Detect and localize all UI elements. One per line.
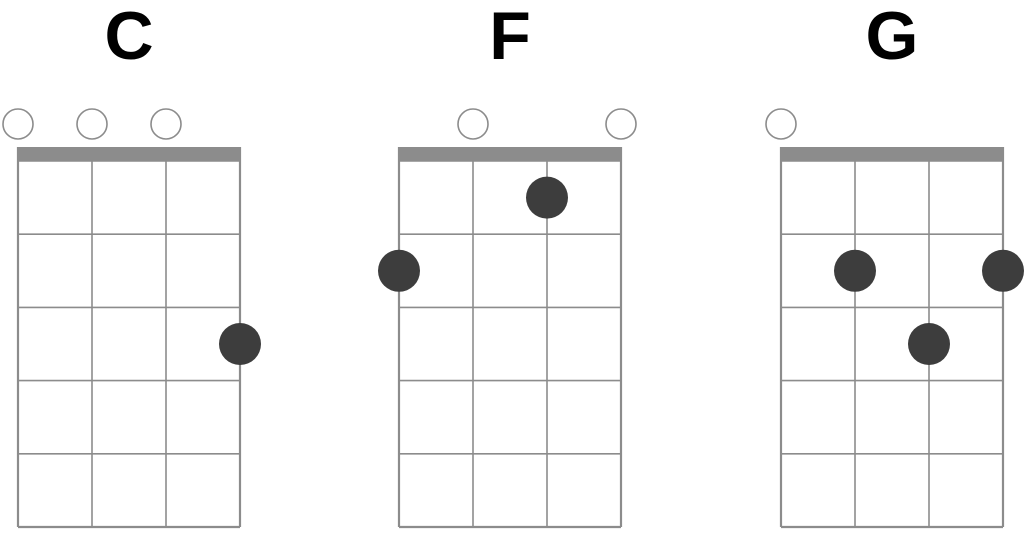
open-string-marker-1: [457, 108, 489, 140]
finger-dot: [378, 249, 420, 292]
chord-title: F: [489, 0, 531, 74]
open-string-marker-2: [150, 108, 182, 140]
chord-diagram-c: C: [2, 0, 261, 535]
open-string-marker-3: [605, 108, 637, 140]
nut: [781, 147, 1003, 161]
chord-diagram-f: F: [378, 0, 637, 535]
chord-title: C: [104, 0, 154, 74]
nut: [18, 147, 240, 161]
fretboard: [765, 108, 1024, 529]
finger-dot: [526, 176, 568, 219]
finger-dot: [982, 249, 1024, 292]
finger-dot: [908, 323, 950, 365]
open-string-marker-0: [765, 108, 797, 140]
fretboard: [378, 108, 637, 529]
open-string-marker-0: [2, 108, 34, 140]
chord-title: G: [865, 0, 919, 74]
chord-diagram-g: G: [765, 0, 1024, 535]
nut: [399, 147, 621, 161]
open-string-marker-1: [76, 108, 108, 140]
finger-dot: [219, 323, 261, 365]
fretboard: [2, 108, 261, 529]
finger-dot: [834, 249, 876, 292]
